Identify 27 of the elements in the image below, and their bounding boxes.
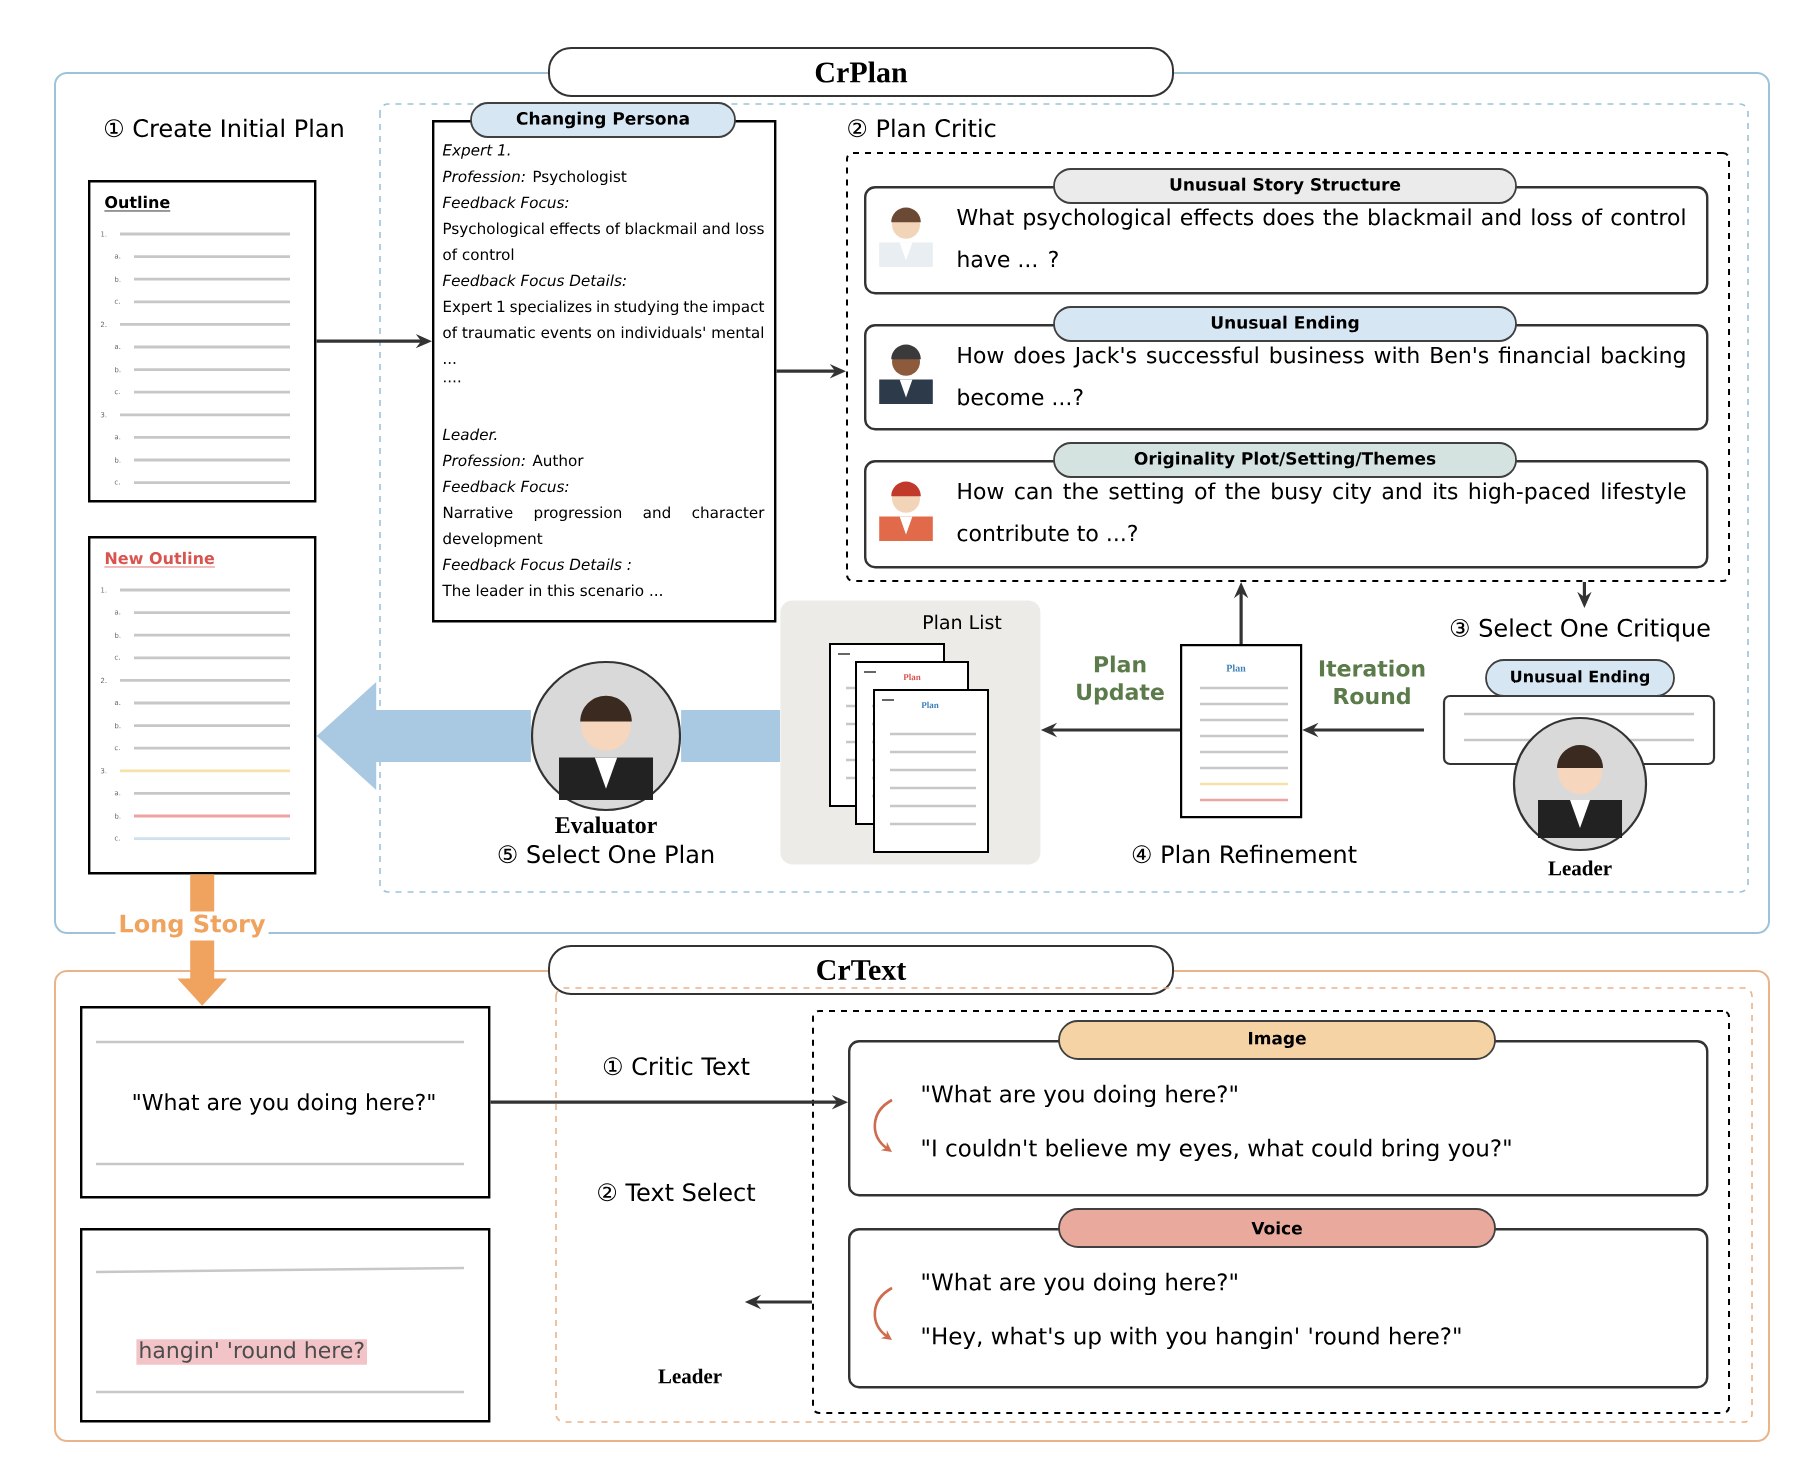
tag-pill: Image [1058, 1020, 1496, 1060]
step-label: ③ Select One Critique [1450, 618, 1710, 642]
role-label: Evaluator [555, 816, 657, 834]
tag-pill: Unusual Ending [1485, 659, 1675, 697]
dialogue-line: "Hey, what's up with you hangin' 'round here?" [922, 1326, 1461, 1350]
tag-pill: Unusual Story Structure [1053, 168, 1517, 204]
tag-pill: Changing Persona [470, 102, 736, 138]
edge-label: Plan Update [1067, 652, 1173, 708]
tag-pill: Originality Plot/Setting/Themes [1053, 442, 1517, 478]
edge-label: ② Text Select [593, 1179, 759, 1205]
dialogue-line: "What are you doing here?" [922, 1272, 1237, 1296]
critic-container [812, 1010, 1730, 1414]
edge-label: ① Critic Text [599, 1053, 753, 1079]
dialogue-line: "What are you doing here?" [922, 1084, 1237, 1108]
dialogue-line: "I couldn't believe my eyes, what could bring you?" [922, 1138, 1511, 1162]
edge-label: Long Story [115, 911, 269, 941]
step-label: ④ Plan Refinement [1132, 844, 1357, 864]
tag-pill: Voice [1058, 1208, 1496, 1248]
story-box: "What are you doing here?" [80, 1006, 491, 1199]
role-label: Leader [1548, 860, 1612, 876]
step-label: ② Plan Critic [848, 118, 996, 138]
step-label: ⑤ Select One Plan [498, 844, 714, 864]
step-label: ① Create Initial Plan [105, 118, 343, 138]
edge-label: Iteration Round [1311, 656, 1433, 708]
role-label: Leader [658, 1368, 722, 1384]
story-box: hangin' 'round here? [80, 1228, 491, 1423]
tag-pill: Unusual Ending [1053, 306, 1517, 342]
